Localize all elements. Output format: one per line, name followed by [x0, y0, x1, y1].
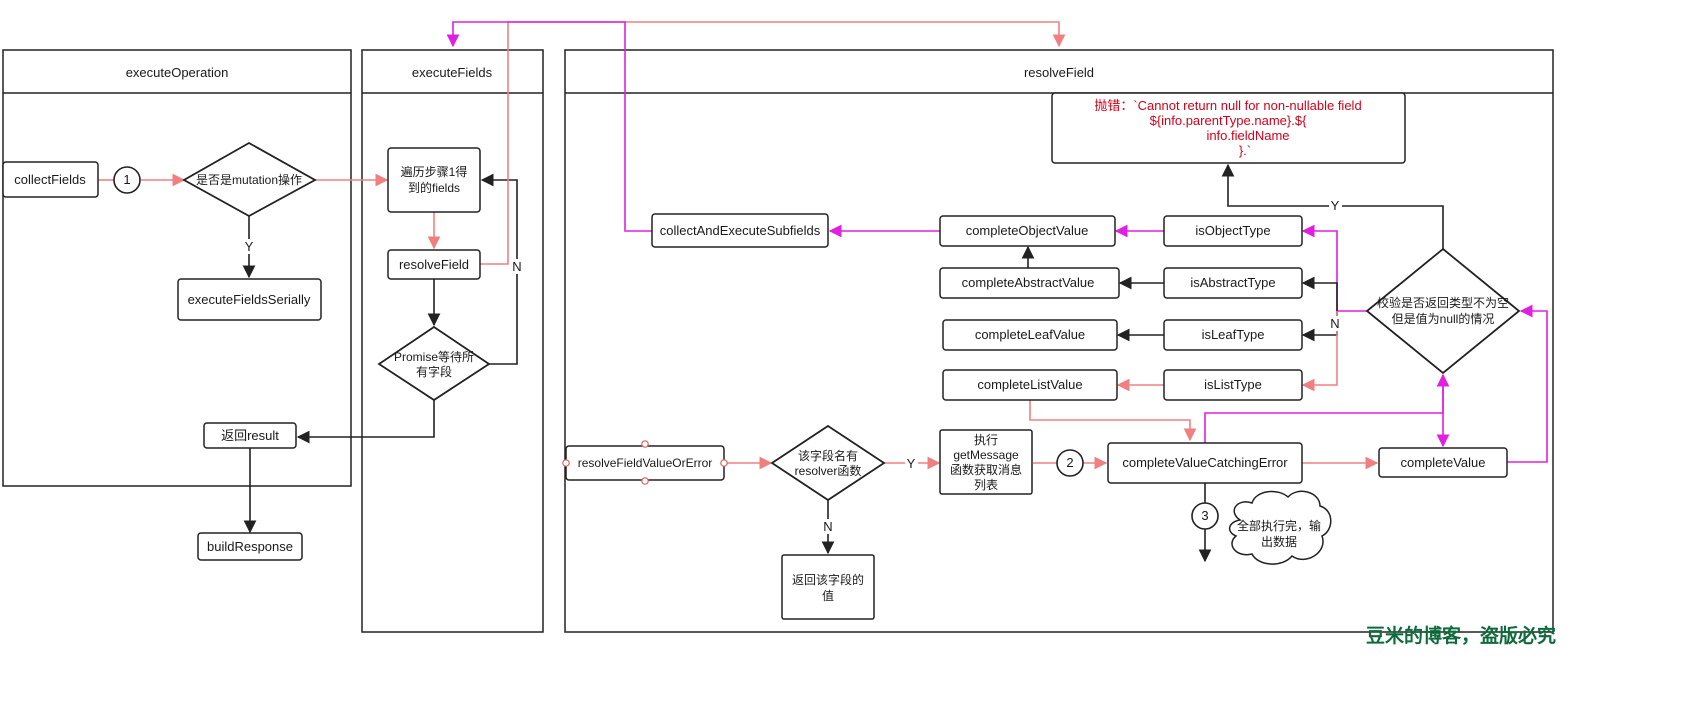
edge-list-to-catching: [1029, 400, 1197, 442]
node-iterate-fields: 遍历步骤1得 到的fields: [387, 147, 481, 213]
svg-text:1: 1: [123, 172, 130, 187]
svg-text:resolveFieldValueOrError: resolveFieldValueOrError: [578, 456, 713, 470]
svg-text:但是值为null的情况: 但是值为null的情况: [1392, 311, 1495, 326]
svg-text:有字段: 有字段: [416, 364, 452, 379]
label-mutation-yes: Y: [245, 239, 254, 254]
svg-text:getMessage: getMessage: [953, 448, 1019, 462]
lane-title: resolveField: [1024, 65, 1094, 80]
svg-text:collectFields: collectFields: [14, 172, 86, 187]
svg-text:completeValue: completeValue: [1400, 455, 1485, 470]
label-check-no: N: [1330, 316, 1339, 331]
svg-text:executeFieldsSerially: executeFieldsSerially: [188, 292, 311, 307]
node-complete-value-catching-error: completeValueCatchingError: [1107, 442, 1303, 484]
svg-text:completeObjectValue: completeObjectValue: [966, 223, 1089, 238]
svg-text:isLeafType: isLeafType: [1202, 327, 1265, 342]
node-step-3: 3: [1191, 502, 1219, 530]
node-is-list-type: isListType: [1163, 369, 1303, 401]
svg-text:2: 2: [1066, 455, 1073, 470]
node-collect-and-execute-subfields: collectAndExecuteSubfields: [651, 213, 829, 248]
label-check-yes: Y: [1331, 198, 1340, 213]
lane-execute-operation: executeOperation: [2, 49, 352, 487]
node-is-object-type: isObjectType: [1163, 215, 1303, 247]
svg-text:返回result: 返回result: [221, 428, 279, 443]
node-exec-get-message: 执行 getMessage 函数获取消息 列表: [939, 429, 1033, 495]
node-check-null: 校验是否返回类型不为空 但是值为null的情况: [1365, 247, 1521, 375]
node-step-2: 2: [1056, 449, 1084, 477]
node-build-response: buildResponse: [197, 532, 303, 561]
node-is-leaf-type: isLeafType: [1163, 319, 1303, 351]
svg-text:函数获取消息: 函数获取消息: [950, 462, 1022, 477]
label-resolver-yes: Y: [907, 456, 916, 471]
svg-text:列表: 列表: [974, 478, 998, 492]
node-complete-object-value: completeObjectValue: [939, 215, 1116, 247]
svg-text:isAbstractType: isAbstractType: [1190, 275, 1275, 290]
edge-no-to-list: [1301, 311, 1338, 392]
svg-text:resolveField: resolveField: [399, 257, 469, 272]
svg-text:buildResponse: buildResponse: [207, 539, 293, 554]
svg-text:出数据: 出数据: [1261, 534, 1297, 549]
node-resolve-field: resolveField: [387, 249, 481, 280]
node-complete-leaf-value: completeLeafValue: [942, 319, 1118, 351]
node-complete-abstract-value: completeAbstractValue: [939, 267, 1120, 299]
node-collect-fields: collectFields: [2, 161, 99, 198]
svg-text:${info.parentType.name}.${: ${info.parentType.name}.${: [1150, 113, 1308, 128]
node-is-mutation: 是否是mutation操作: [182, 141, 317, 218]
svg-text:全部执行完，输: 全部执行完，输: [1237, 518, 1321, 533]
node-is-abstract-type: isAbstractType: [1163, 267, 1303, 299]
svg-text:校验是否返回类型不为空: 校验是否返回类型不为空: [1377, 295, 1509, 310]
edge-no-to-object: [1301, 224, 1338, 311]
svg-text:3: 3: [1201, 508, 1208, 523]
lane-execute-fields: executeFields: [361, 49, 544, 633]
svg-text:completeAbstractValue: completeAbstractValue: [962, 275, 1095, 290]
label-loop-no: N: [512, 259, 521, 274]
svg-text:collectAndExecuteSubfields: collectAndExecuteSubfields: [660, 223, 821, 238]
svg-text:isObjectType: isObjectType: [1195, 223, 1270, 238]
edge-promise-to-result: [296, 400, 435, 444]
svg-text:是否是mutation操作: 是否是mutation操作: [196, 172, 302, 187]
node-resolve-field-value-or-error: resolveFieldValueOrError: [562, 440, 728, 485]
svg-text:值: 值: [822, 588, 834, 603]
label-resolver-no: N: [823, 519, 832, 534]
svg-text:completeListValue: completeListValue: [977, 377, 1082, 392]
svg-text:isListType: isListType: [1204, 377, 1262, 392]
node-all-done-cloud: 全部执行完，输 出数据: [1228, 490, 1332, 565]
node-return-field-value: 返回该字段的 值: [781, 554, 875, 620]
node-execute-fields-serially: executeFieldsSerially: [177, 278, 322, 321]
svg-text:info.fieldName: info.fieldName: [1206, 128, 1289, 143]
svg-text:抛错：`Cannot return null for non: 抛错：`Cannot return null for non-nullable …: [1094, 98, 1361, 113]
svg-text:resolver函数: resolver函数: [795, 463, 862, 478]
svg-text:遍历步骤1得: 遍历步骤1得: [401, 164, 468, 179]
lane-title: executeFields: [412, 65, 493, 80]
svg-text:执行: 执行: [974, 433, 998, 447]
svg-text:completeLeafValue: completeLeafValue: [975, 327, 1085, 342]
watermark: 豆米的博客，盗版必究: [1366, 624, 1556, 647]
edge-labels: Y N Y N Y N: [243, 198, 1342, 534]
node-complete-value: completeValue: [1378, 447, 1508, 478]
svg-text:}.`: }.`: [1239, 143, 1251, 158]
svg-text:该字段名有: 该字段名有: [798, 448, 858, 463]
node-complete-list-value: completeListValue: [942, 369, 1118, 401]
svg-text:completeValueCatchingError: completeValueCatchingError: [1122, 455, 1288, 470]
edge-complete-to-check: [1507, 304, 1548, 463]
node-throw-error: 抛错：`Cannot return null for non-nullable …: [1051, 92, 1406, 164]
node-return-result: 返回result: [203, 422, 297, 449]
svg-text:到的fields: 到的fields: [408, 180, 460, 195]
edge-no-to-abstract: [1301, 276, 1338, 311]
node-step-1: 1: [113, 166, 141, 194]
node-has-resolver: 该字段名有 resolver函数: [770, 424, 886, 502]
node-promise-wait: Promise等待所 有字段: [377, 325, 491, 402]
edge-subfields-to-executefields: [446, 21, 652, 232]
lane-title: executeOperation: [126, 65, 229, 80]
svg-text:Promise等待所: Promise等待所: [394, 350, 474, 364]
svg-text:返回该字段的: 返回该字段的: [792, 572, 864, 587]
